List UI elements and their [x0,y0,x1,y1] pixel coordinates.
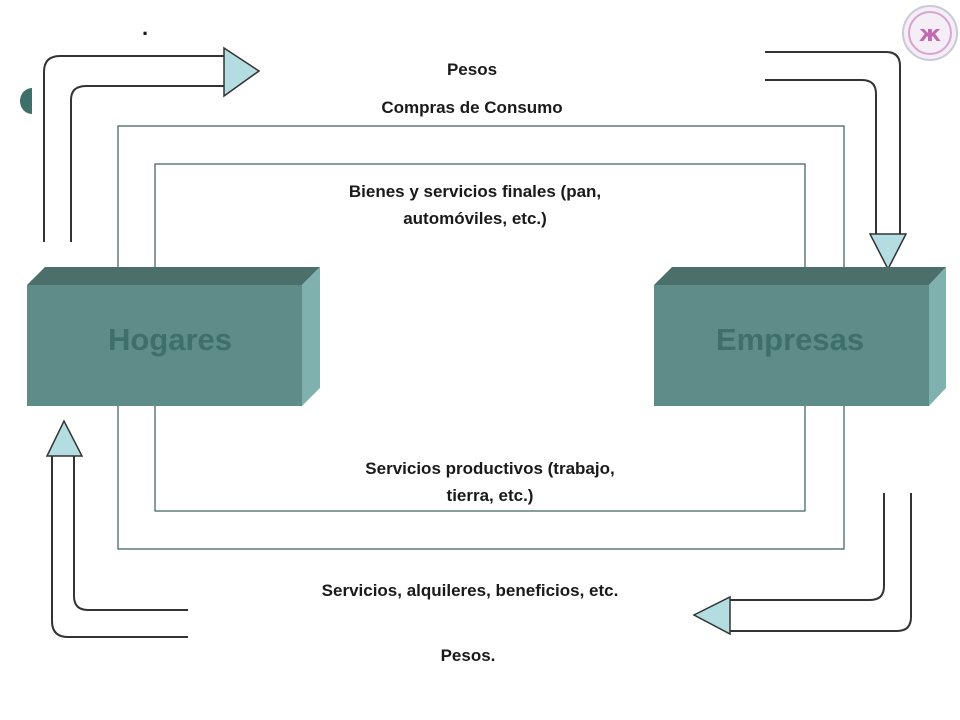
arrow-head-down-icon [868,233,908,271]
arrow-head-up-icon [45,419,84,457]
arrow-top-right [765,51,908,271]
logo-glyph: ж [919,22,941,47]
final-goods-label: Bienes y servicios finales (pan, automóv… [348,182,602,228]
arrow-bottom-right [692,493,912,636]
households-label: Hogares [108,322,232,357]
top-dot: . [141,15,149,40]
households-box: Hogares [27,267,320,406]
firms-box: Empresas [654,267,946,406]
firms-label: Empresas [716,322,864,357]
consumption-label: Compras de Consumo [381,98,563,117]
arrow-bottom-left [45,419,188,638]
arrow-top-left [43,46,261,242]
pesos-top-label: Pesos [446,60,498,79]
slide-bullet-icon [20,88,32,114]
factor-payments-label: Servicios, alquileres, beneficios, etc. [321,581,619,600]
pesos-bottom-label: Pesos. [440,646,496,665]
arrow-head-right-icon [223,46,261,98]
arrow-head-left-icon [692,595,731,636]
logo-icon: ж [902,5,958,61]
productive-services-label: Servicios productivos (trabajo, tierra, … [365,459,615,505]
